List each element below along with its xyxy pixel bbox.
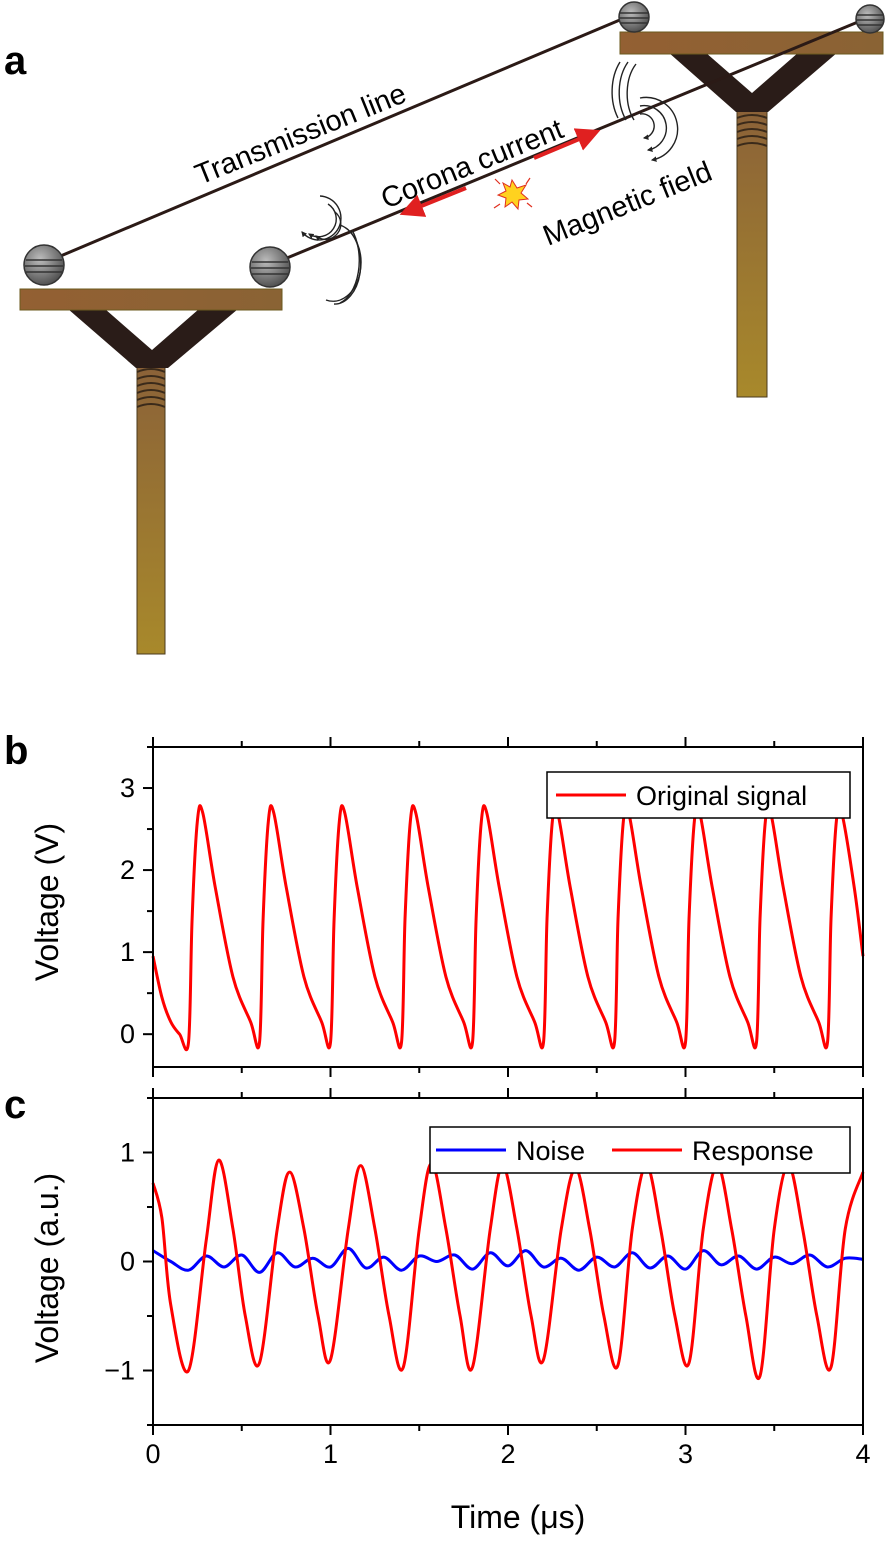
chart-c-x-tick-label: 4 xyxy=(855,1439,870,1469)
panel-label-a: a xyxy=(4,39,27,83)
chart-b-y-tick-label: 3 xyxy=(120,773,135,803)
magnetic-field-swirl-left-icon xyxy=(301,195,362,305)
chart-c-series-noise xyxy=(152,1246,864,1274)
chart-c-legend: Noise Response xyxy=(429,1126,851,1174)
chart-b-legend: Original signal xyxy=(546,771,851,819)
label-magnetic-field: Magnetic field xyxy=(539,156,717,253)
chart-c-x-tick-label: 3 xyxy=(678,1439,693,1469)
chart-b-y-tick-label: 2 xyxy=(120,855,135,885)
chart-c-y-axis-title: Voltage (a.u.) xyxy=(29,1173,65,1363)
label-transmission-line: Transmission line xyxy=(191,78,411,192)
insulator-right-1-icon xyxy=(618,1,650,33)
chart-panel-c: c Voltage (a.u.) Time (μs) 0 1 2 3 4 −1 0 1 Noi… xyxy=(4,1083,871,1535)
chart-panel-b: b Voltage (V) 0 1 2 3 Original signal xyxy=(4,729,865,1077)
chart-c-x-axis-title: Time (μs) xyxy=(451,1499,586,1535)
chart-c-legend-noise: Noise xyxy=(516,1136,585,1166)
left-utility-pole xyxy=(19,288,283,655)
transmission-line-scene: a xyxy=(4,1,885,655)
chart-b-y-tick-label: 1 xyxy=(120,937,135,967)
chart-c-legend-response: Response xyxy=(692,1136,814,1166)
label-corona-current: Corona current xyxy=(377,113,568,215)
chart-b-series-original-signal xyxy=(151,804,865,1052)
chart-c-y-tick-label: 1 xyxy=(120,1138,135,1168)
corona-current-arrows xyxy=(399,128,601,217)
chart-c-plot-area xyxy=(151,1158,865,1381)
chart-c-frame xyxy=(152,1097,864,1426)
chart-b-y-tick-label: 0 xyxy=(120,1019,135,1049)
corona-spark-icon xyxy=(493,177,533,211)
insulator-left-1-icon xyxy=(23,244,65,286)
insulator-right-2-icon xyxy=(855,4,885,34)
chart-b-legend-original-signal: Original signal xyxy=(636,781,807,811)
panel-label-c: c xyxy=(4,1083,26,1127)
chart-b-plot-area xyxy=(151,804,865,1052)
chart-c-ticks: 0 1 2 3 4 −1 0 1 xyxy=(104,1088,871,1469)
magnetic-field-swirl-right-icon xyxy=(611,61,679,162)
chart-b-frame xyxy=(152,746,864,1068)
chart-c-y-tick-label: −1 xyxy=(104,1356,135,1386)
chart-c-y-tick-label: 0 xyxy=(120,1247,135,1277)
chart-c-x-tick-label: 0 xyxy=(145,1439,160,1469)
panel-label-b: b xyxy=(4,729,28,773)
insulator-left-2-icon xyxy=(249,246,291,288)
chart-c-x-tick-label: 2 xyxy=(500,1439,515,1469)
right-utility-pole xyxy=(619,31,884,398)
chart-b-y-axis-title: Voltage (V) xyxy=(29,823,65,981)
chart-c-x-tick-label: 1 xyxy=(323,1439,338,1469)
